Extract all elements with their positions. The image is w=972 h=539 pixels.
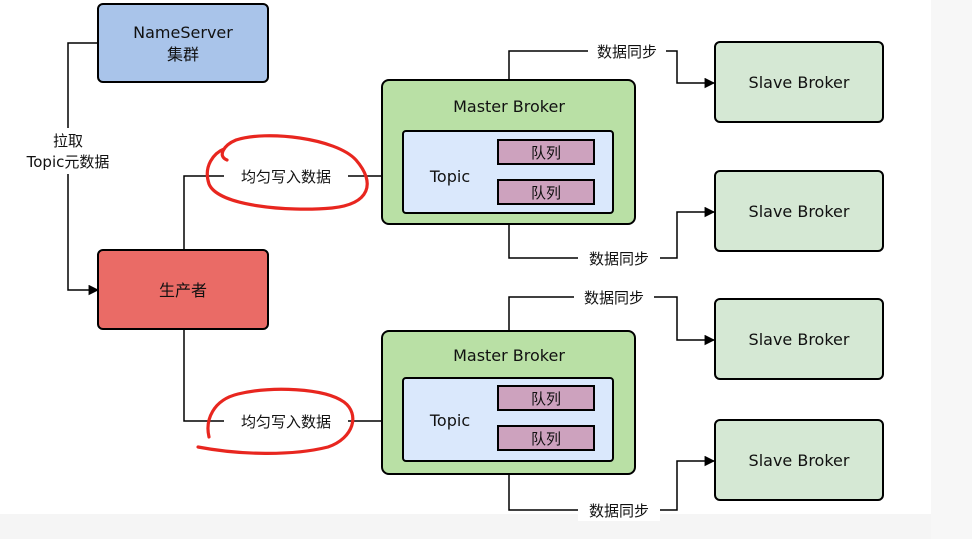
sync-label-3: 数据同步 xyxy=(584,289,644,307)
sync-connector-1 xyxy=(508,50,716,89)
slave-broker-label: Slave Broker xyxy=(749,73,850,92)
slave-broker-1: Slave Broker xyxy=(714,41,884,123)
slave-broker-label: Slave Broker xyxy=(749,330,850,349)
right-band xyxy=(931,0,972,539)
sync-connector-3 xyxy=(508,296,716,346)
queue-label: 队列 xyxy=(531,390,561,408)
write-label-bottom: 均匀写入数据 xyxy=(241,413,331,431)
nameserver-label: NameServer xyxy=(133,23,233,42)
slave-broker-4: Slave Broker xyxy=(714,419,884,501)
pull-label-line2: Topic元数据 xyxy=(26,153,110,171)
queue-label: 队列 xyxy=(531,144,561,162)
sync-label-1: 数据同步 xyxy=(597,43,657,61)
annotation-circle-bottom xyxy=(196,387,355,455)
queue-label: 队列 xyxy=(531,430,561,448)
master-broker-title: Master Broker xyxy=(453,97,565,116)
bottom-band xyxy=(0,514,972,539)
pull-label-line1: 拉取 xyxy=(53,132,83,150)
slave-broker-label: Slave Broker xyxy=(749,451,850,470)
sync-label-2: 数据同步 xyxy=(589,250,649,268)
slave-broker-3: Slave Broker xyxy=(714,298,884,380)
queue-box xyxy=(497,385,595,411)
producer-node: 生产者 xyxy=(97,249,269,330)
nameserver-sublabel: 集群 xyxy=(167,45,199,64)
slave-broker-label: Slave Broker xyxy=(749,202,850,221)
sync-connector-4 xyxy=(508,455,716,511)
master-broker-top: Master Broker Topic 队列 队列 xyxy=(381,79,636,225)
master-broker-title: Master Broker xyxy=(453,346,565,365)
queue-box xyxy=(497,179,595,205)
queue-label: 队列 xyxy=(531,184,561,202)
sync-label-4: 数据同步 xyxy=(589,502,649,520)
write-label-top: 均匀写入数据 xyxy=(241,168,331,186)
queue-box xyxy=(497,139,595,165)
annotation-circle-top xyxy=(205,134,369,211)
slave-broker-2: Slave Broker xyxy=(714,170,884,252)
master-broker-bottom: Master Broker Topic 队列 队列 xyxy=(381,330,636,475)
topic-label: Topic xyxy=(429,411,470,430)
topic-label: Topic xyxy=(429,167,470,186)
sync-connector-2 xyxy=(508,206,716,259)
queue-box xyxy=(497,425,595,451)
nameserver-node: NameServer 集群 xyxy=(97,3,269,83)
producer-label: 生产者 xyxy=(159,281,207,300)
